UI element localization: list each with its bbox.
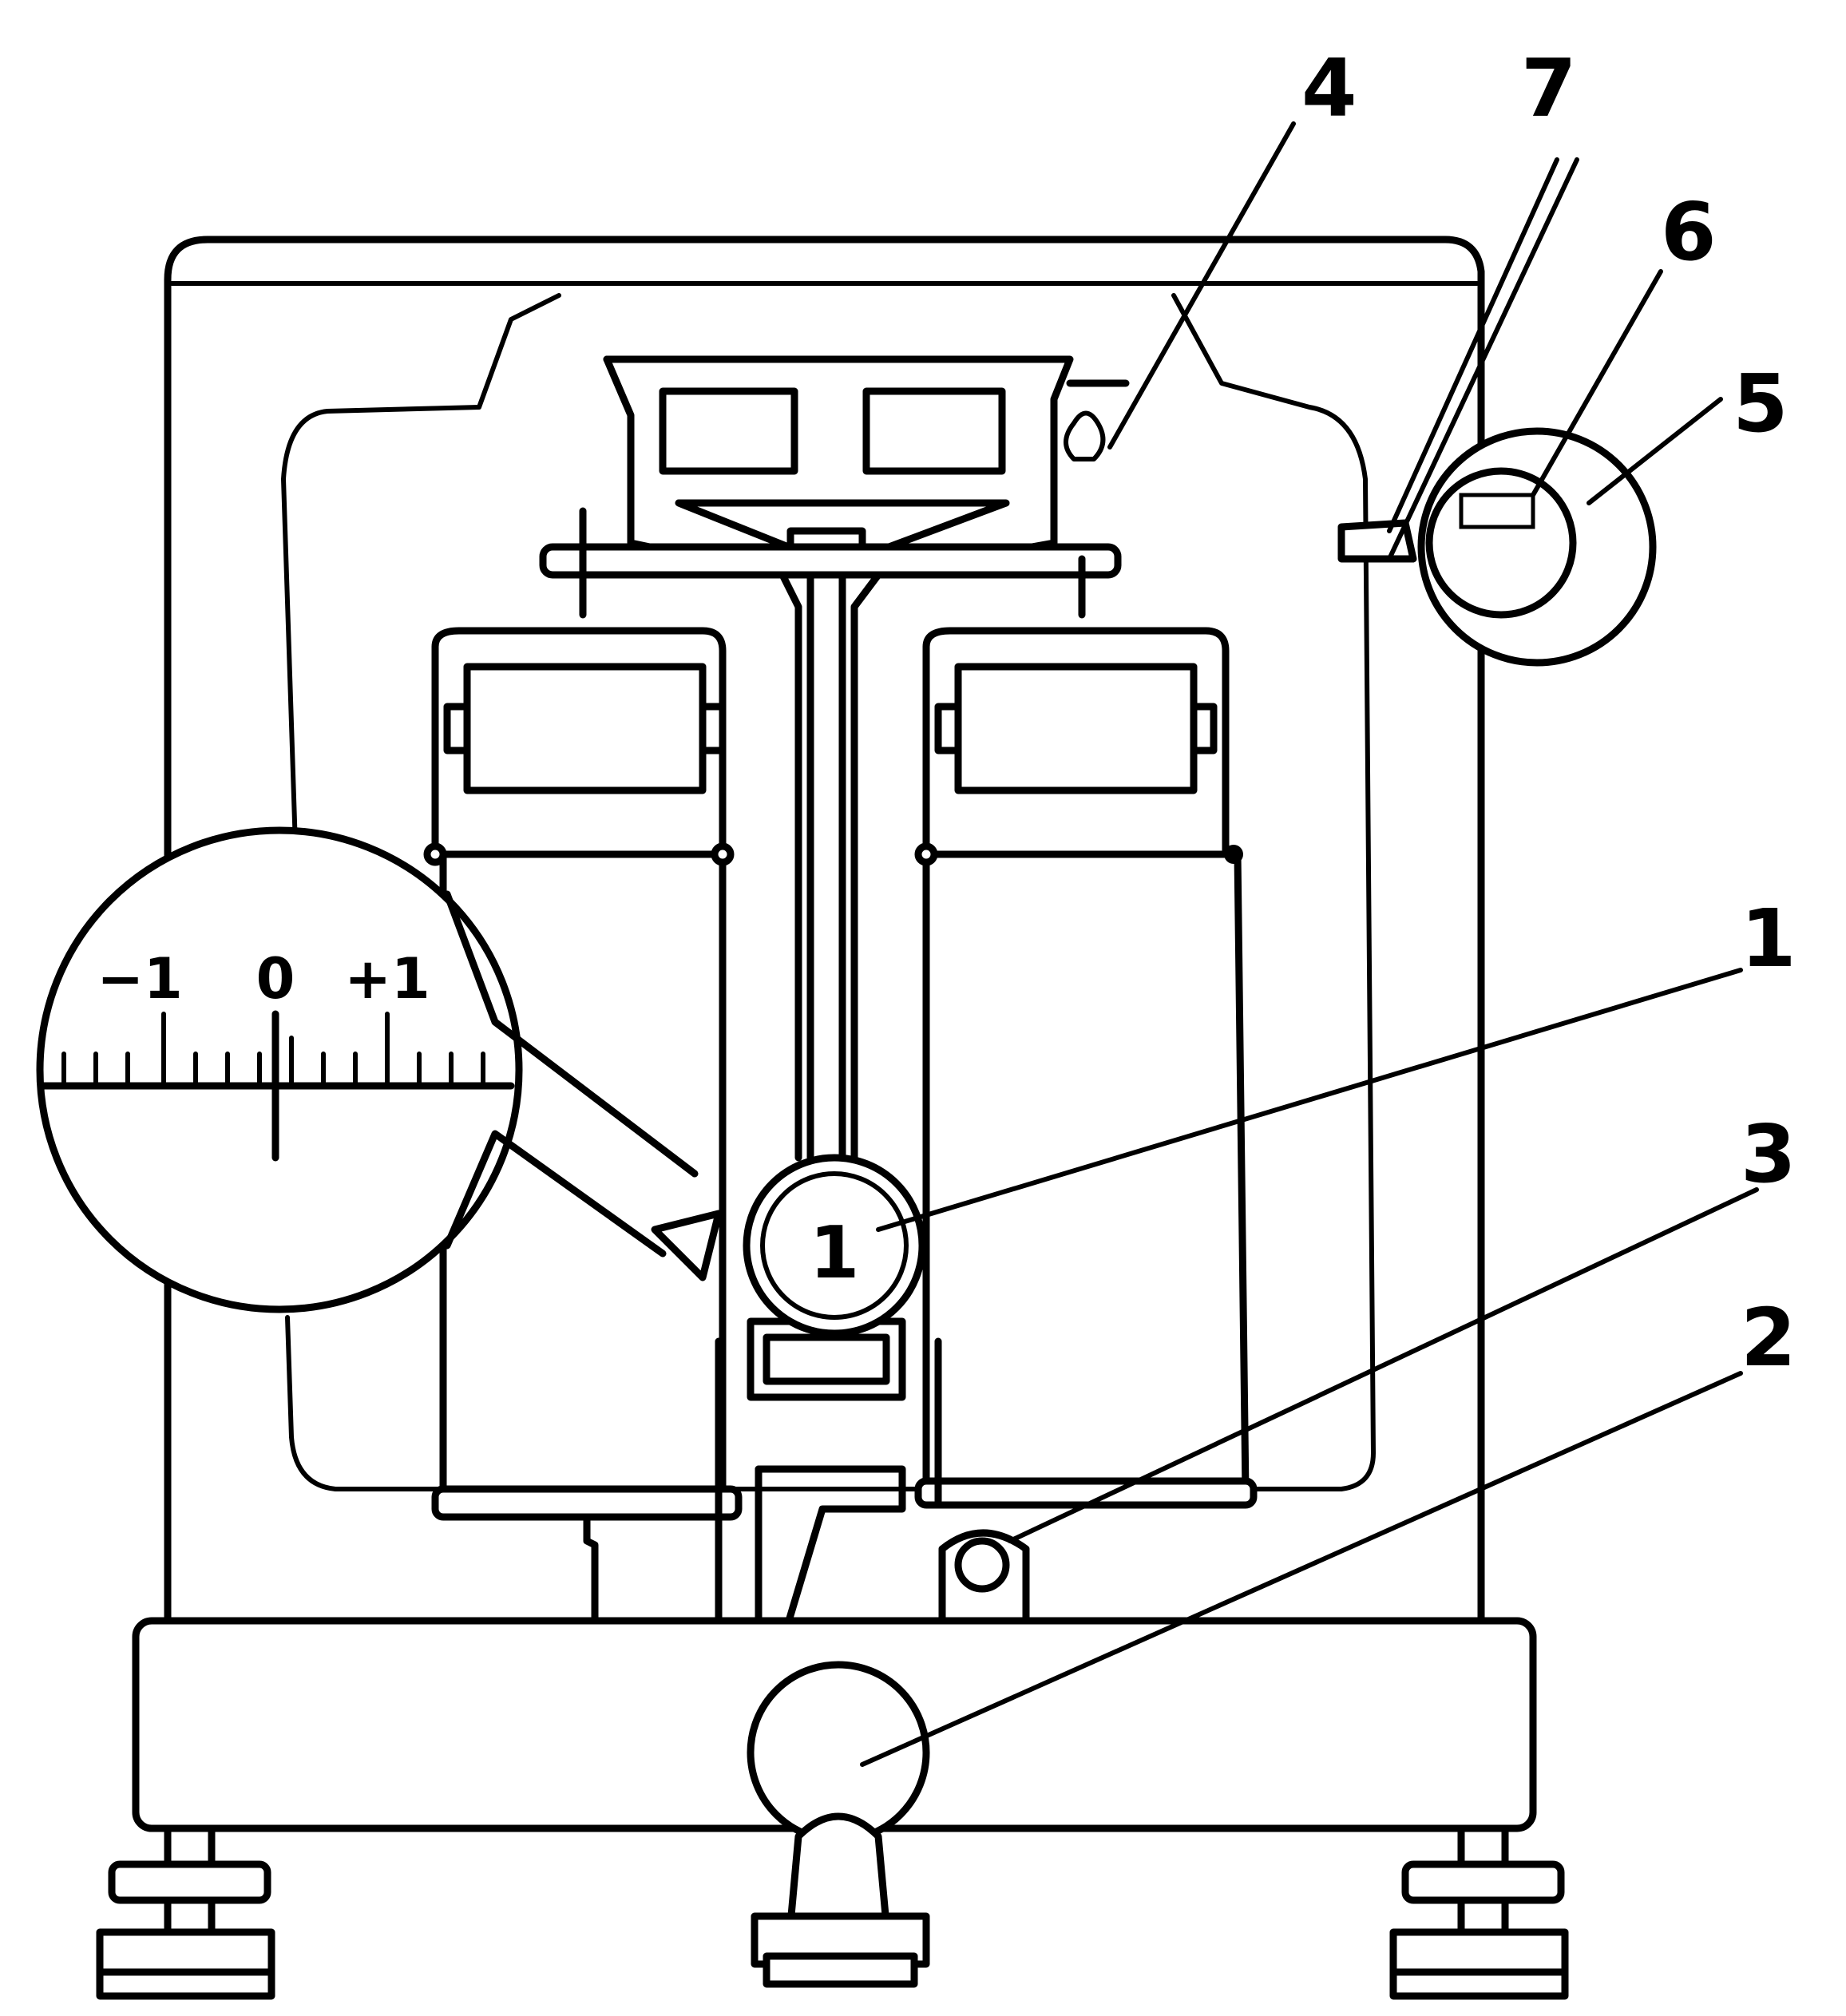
right-foot: [1389, 1824, 1569, 2000]
left-foot: [96, 1824, 275, 2000]
callout-7: 7: [1521, 42, 1577, 135]
right-pan-hanger: [914, 627, 1250, 1497]
callout-4: 4: [1301, 42, 1357, 135]
dial-digit: 1: [810, 1211, 860, 1295]
center-pillar: [715, 1317, 942, 1633]
cabinet-frame: [164, 236, 1485, 1625]
callout-5: 5: [1733, 357, 1789, 450]
leader-lines: [860, 121, 1759, 1767]
base-plate: [132, 1617, 1537, 1988]
scale-magnifier: −1 0 +1: [36, 826, 723, 1313]
knob-3: [938, 1529, 1030, 1625]
glass-case: [281, 293, 1376, 1491]
scale-ticks: [61, 1012, 485, 1088]
side-dial: [1337, 427, 1657, 667]
callout-6: 6: [1661, 185, 1717, 279]
callout-labels: 4 7 6 5 1 3 2: [1301, 42, 1796, 1384]
callout-3: 3: [1741, 1107, 1796, 1201]
scale-plus-label: +1: [344, 946, 430, 1012]
pan-bases: [431, 1477, 1258, 1633]
scale-minus-label: −1: [97, 946, 182, 1012]
dial-1: 1: [743, 1154, 926, 1337]
scale-zero-label: 0: [256, 946, 295, 1012]
left-pan-hanger: [423, 627, 735, 1497]
balance-beam: [539, 379, 1130, 619]
callout-2: 2: [1741, 1291, 1796, 1384]
callout-1: 1: [1741, 892, 1796, 985]
